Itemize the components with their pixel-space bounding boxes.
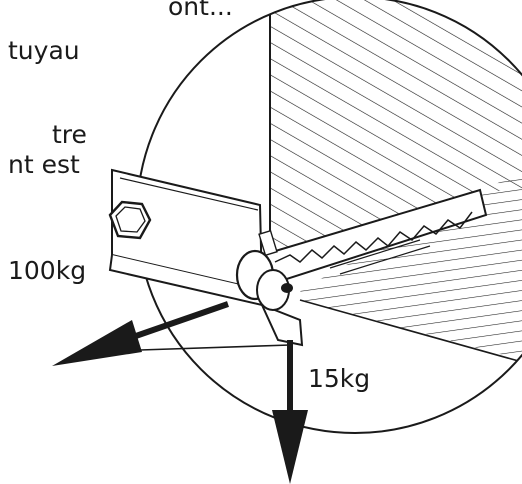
force-arrow-horizontal [52, 301, 229, 366]
hex-bolt-icon [108, 200, 152, 240]
bracket-plate [108, 168, 304, 351]
text-line-3: tre [52, 120, 87, 149]
text-line-1: ont... [168, 0, 233, 21]
text-line-2: tuyau [8, 36, 80, 65]
load-label-100kg: 100kg [8, 256, 87, 285]
wall-section [270, 0, 522, 255]
force-arrow-vertical [272, 340, 308, 484]
text-line-4: nt est [8, 150, 80, 179]
load-label-15kg: 15kg [308, 364, 371, 393]
washer [235, 249, 293, 311]
